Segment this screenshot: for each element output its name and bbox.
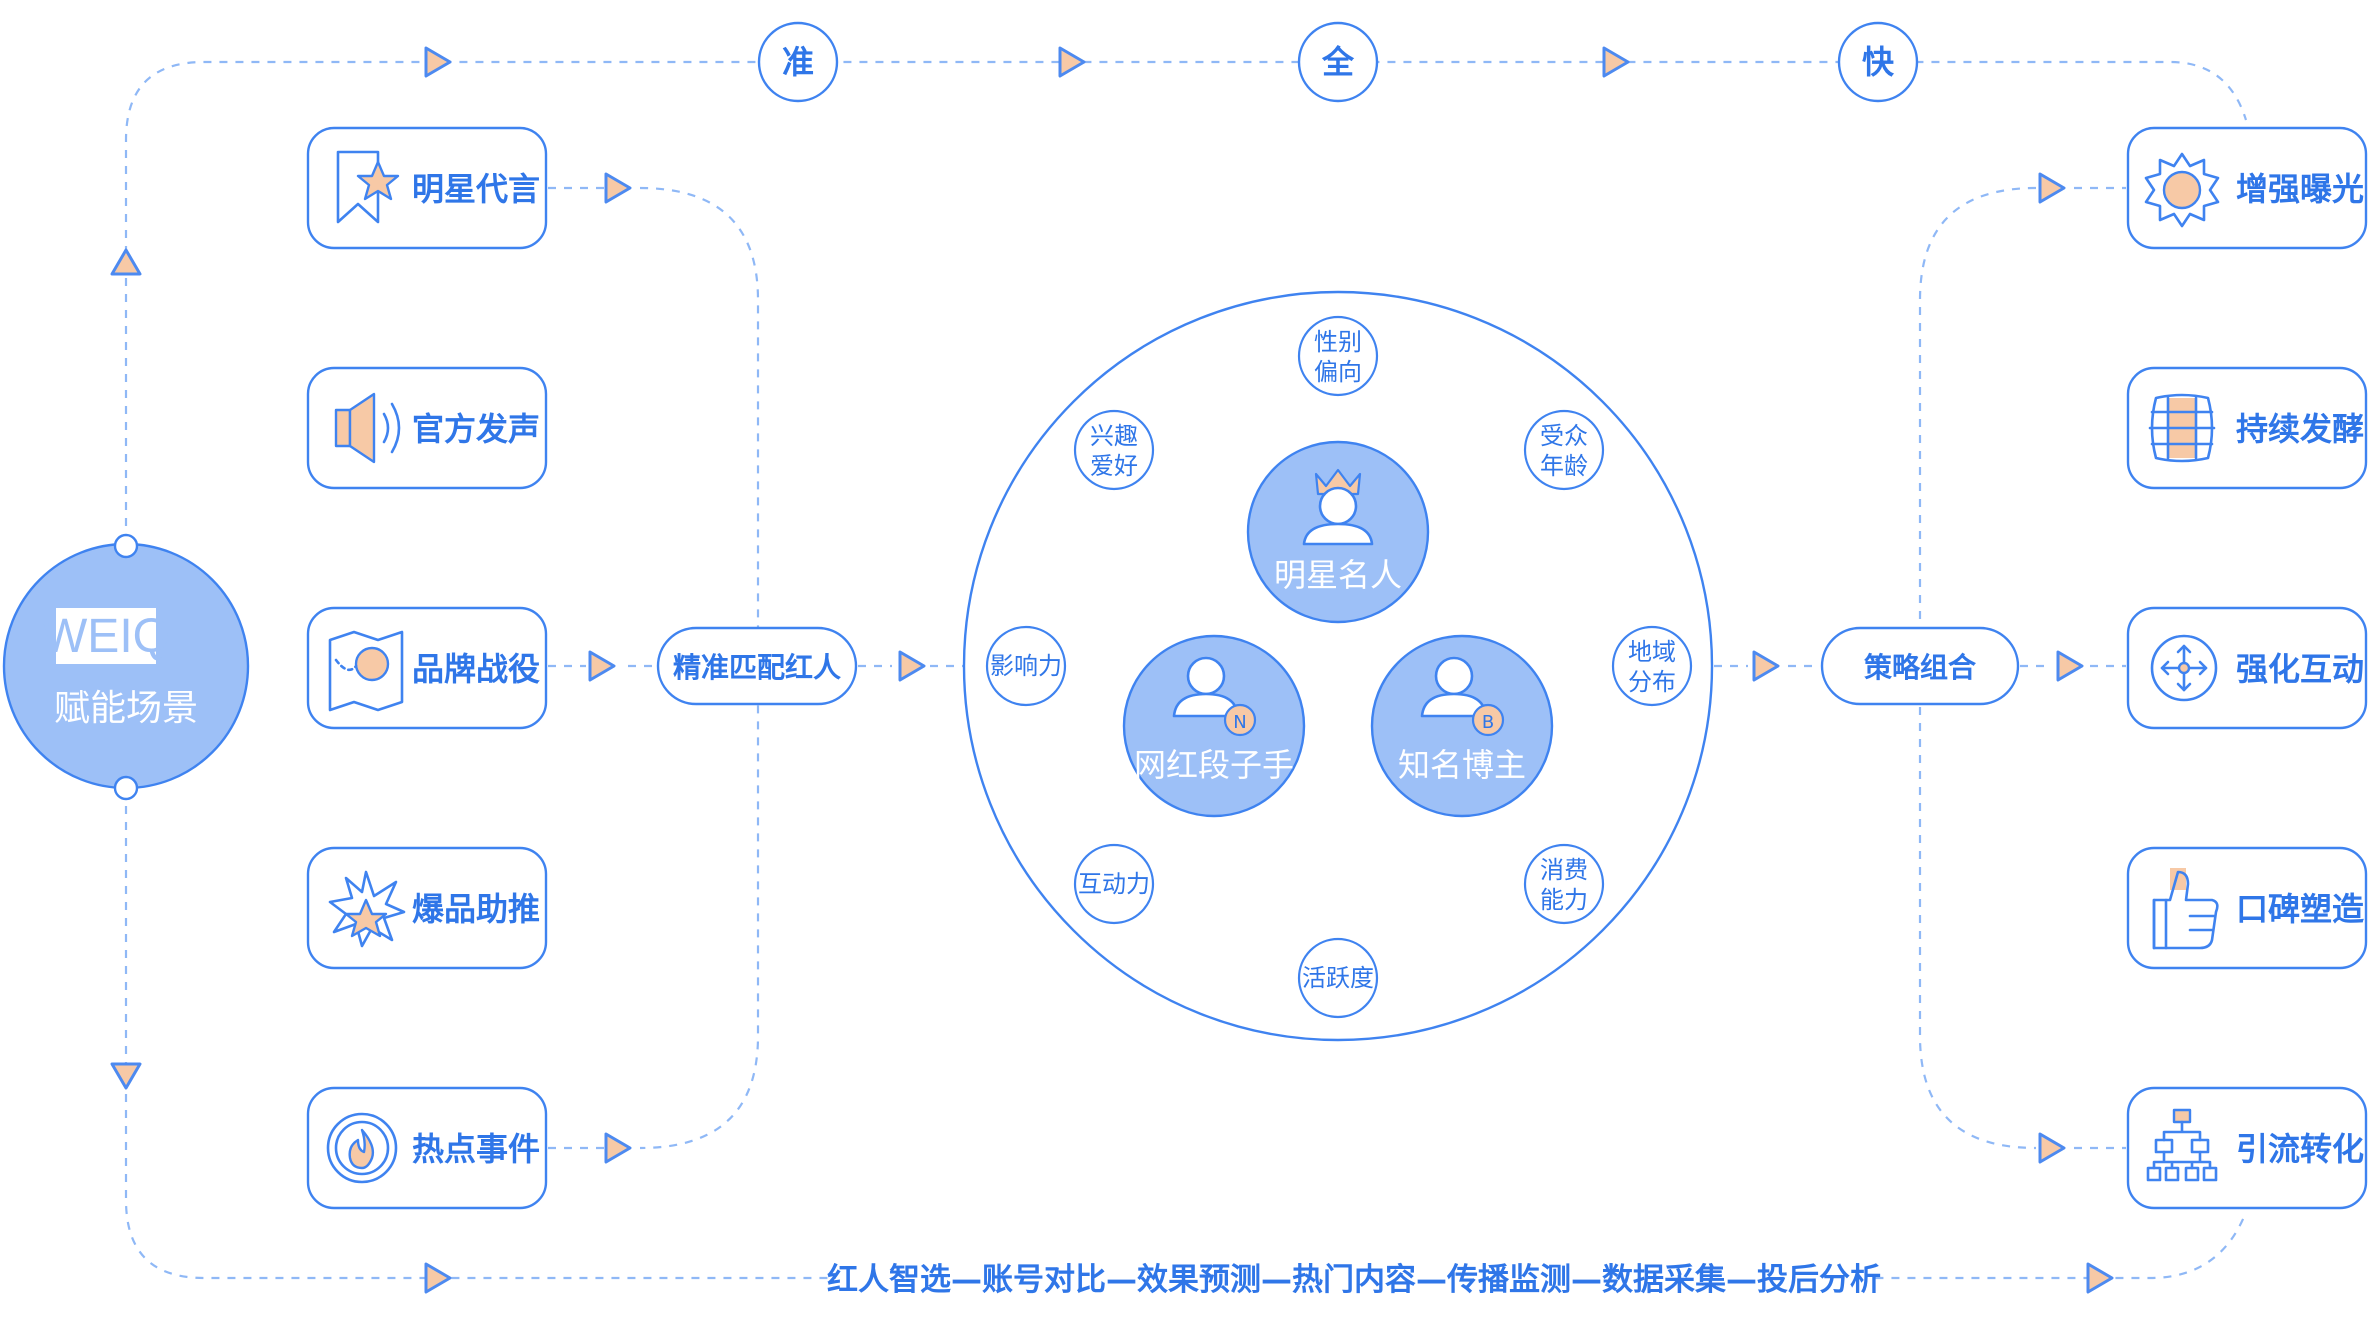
influencer-pool: 性别 偏向 受众 年龄 地域 分布 消费 能力 活跃度 互动力 影响力 <box>962 290 1714 1042</box>
scene-label: 官方发声 <box>412 410 540 448</box>
outcome-label: 增强曝光 <box>2236 170 2364 208</box>
thumbs-up-icon <box>2152 868 2219 950</box>
attr-gender: 性别 偏向 <box>1297 315 1379 397</box>
arrow-top-2 <box>1058 46 1086 78</box>
scene-hot-event[interactable]: 热点事件 <box>306 1086 548 1210</box>
arrow-top-1 <box>424 46 452 78</box>
outcome-exposure[interactable]: 增强曝光 <box>2126 126 2368 250</box>
svg-text:年龄: 年龄 <box>1540 452 1588 480</box>
outcome-label: 持续发酵 <box>2236 410 2364 448</box>
svg-text:受众: 受众 <box>1540 422 1588 450</box>
hub-title: 赋能场景 <box>54 688 198 729</box>
svg-text:能力: 能力 <box>1540 886 1588 914</box>
arrow-to-center <box>898 650 926 682</box>
bottom-pipeline: 红人智选—账号对比—效果预测—热门内容—传播监测—数据采集—投后分析 <box>827 1252 1881 1304</box>
person-label: 网红段子手 <box>1134 746 1294 784</box>
top-label-zhun: 准 <box>782 43 814 81</box>
outcome-interaction[interactable]: 强化互动 <box>2126 606 2368 730</box>
person-badge: N <box>1233 712 1246 733</box>
scene-label: 明星代言 <box>412 170 540 208</box>
map-icon <box>328 630 404 712</box>
svg-text:影响力: 影响力 <box>990 652 1062 680</box>
person-influencer: N 网红段子手 <box>1122 634 1306 818</box>
strategy-label: 策略组合 <box>1864 651 1977 684</box>
explosion-icon <box>328 870 406 948</box>
attr-influence: 影响力 <box>985 625 1067 707</box>
outcome-label: 强化互动 <box>2236 650 2364 688</box>
fire-icon <box>326 1112 398 1184</box>
right-outcomes: 增强曝光 持续发酵 强化互动 <box>2126 126 2368 1210</box>
top-row: 准 全 快 <box>757 21 1919 103</box>
scene-hot-product[interactable]: 爆品助推 <box>306 846 548 970</box>
barrel-icon <box>2148 393 2216 463</box>
svg-text:爱好: 爱好 <box>1090 452 1138 480</box>
left-scenes: 明星代言 官方发声 品牌战役 <box>306 126 548 1210</box>
attr-interaction: 互动力 <box>1073 843 1155 925</box>
arrow-up-left <box>110 248 142 276</box>
scene-star-endorsement[interactable]: 明星代言 <box>306 126 548 250</box>
scene-label: 爆品助推 <box>412 890 540 928</box>
crown-person-icon <box>1302 468 1374 546</box>
attr-interests: 兴趣 爱好 <box>1073 409 1155 491</box>
arrow-scene-1 <box>604 172 632 204</box>
person-badge: B <box>1482 712 1494 733</box>
hub: WEIQ 赋能场景 <box>2 533 250 801</box>
strategy-pill[interactable]: 策略组合 <box>1820 626 2020 706</box>
scene-brand-campaign[interactable]: 品牌战役 <box>306 606 548 730</box>
scene-label: 热点事件 <box>412 1130 540 1168</box>
scene-official-voice[interactable]: 官方发声 <box>306 366 548 490</box>
svg-text:性别: 性别 <box>1314 328 1362 356</box>
sun-icon <box>2144 152 2220 228</box>
pipeline-text: 红人智选—账号对比—效果预测—热门内容—传播监测—数据采集—投后分析 <box>827 1262 1881 1298</box>
arrow-outcome-5 <box>2038 1132 2066 1164</box>
top-label-kuai: 快 <box>1862 43 1895 81</box>
right-connectors <box>1714 172 2126 1164</box>
attr-spending: 消费 能力 <box>1523 843 1605 925</box>
arrow-outcome-3 <box>2056 650 2084 682</box>
svg-text:分布: 分布 <box>1628 668 1676 696</box>
arrow-bottom-1 <box>424 1262 452 1294</box>
arrow-scene-5 <box>604 1132 632 1164</box>
person-label: 知名博主 <box>1398 746 1526 784</box>
bookmark-star-icon <box>336 150 400 224</box>
svg-text:地域: 地域 <box>1628 638 1676 666</box>
svg-text:活跃度: 活跃度 <box>1302 964 1374 992</box>
attr-activity: 活跃度 <box>1297 937 1379 1019</box>
svg-text:兴趣: 兴趣 <box>1090 422 1138 450</box>
arrow-outcome-1 <box>2038 172 2066 204</box>
person-label: 明星名人 <box>1274 556 1402 594</box>
person-icon <box>1172 656 1257 737</box>
outcome-reputation[interactable]: 口碑塑造 <box>2126 846 2368 970</box>
outcome-ferment[interactable]: 持续发酵 <box>2126 366 2368 490</box>
attr-region: 地域 分布 <box>1611 625 1693 707</box>
arrow-bottom-2 <box>2086 1262 2114 1294</box>
arrow-top-3 <box>1602 46 1630 78</box>
outer-loop <box>110 46 2248 1294</box>
person-icon <box>1420 656 1505 737</box>
outcome-label: 口碑塑造 <box>2236 890 2364 928</box>
arrow-scene-3 <box>588 650 616 682</box>
hub-logo: WEIQ <box>42 610 170 663</box>
org-chart-icon <box>2146 1108 2218 1182</box>
match-label: 精准匹配红人 <box>673 651 841 684</box>
arrow-down-left <box>110 1062 142 1090</box>
compass-arrows-icon <box>2150 634 2218 702</box>
outcome-conversion[interactable]: 引流转化 <box>2126 1086 2368 1210</box>
svg-text:偏向: 偏向 <box>1314 358 1362 386</box>
speaker-icon <box>334 392 401 464</box>
person-celebrity: 明星名人 <box>1246 440 1430 624</box>
arrow-to-strategy <box>1752 650 1780 682</box>
svg-text:互动力: 互动力 <box>1078 870 1150 898</box>
attr-audience-age: 受众 年龄 <box>1523 409 1605 491</box>
person-blogger: B 知名博主 <box>1370 634 1554 818</box>
scene-label: 品牌战役 <box>412 650 540 688</box>
match-pill[interactable]: 精准匹配红人 <box>656 626 858 706</box>
top-label-quan: 全 <box>1321 43 1355 81</box>
left-connectors <box>548 172 964 1164</box>
outcome-label: 引流转化 <box>2236 1130 2364 1168</box>
svg-text:消费: 消费 <box>1540 856 1588 884</box>
